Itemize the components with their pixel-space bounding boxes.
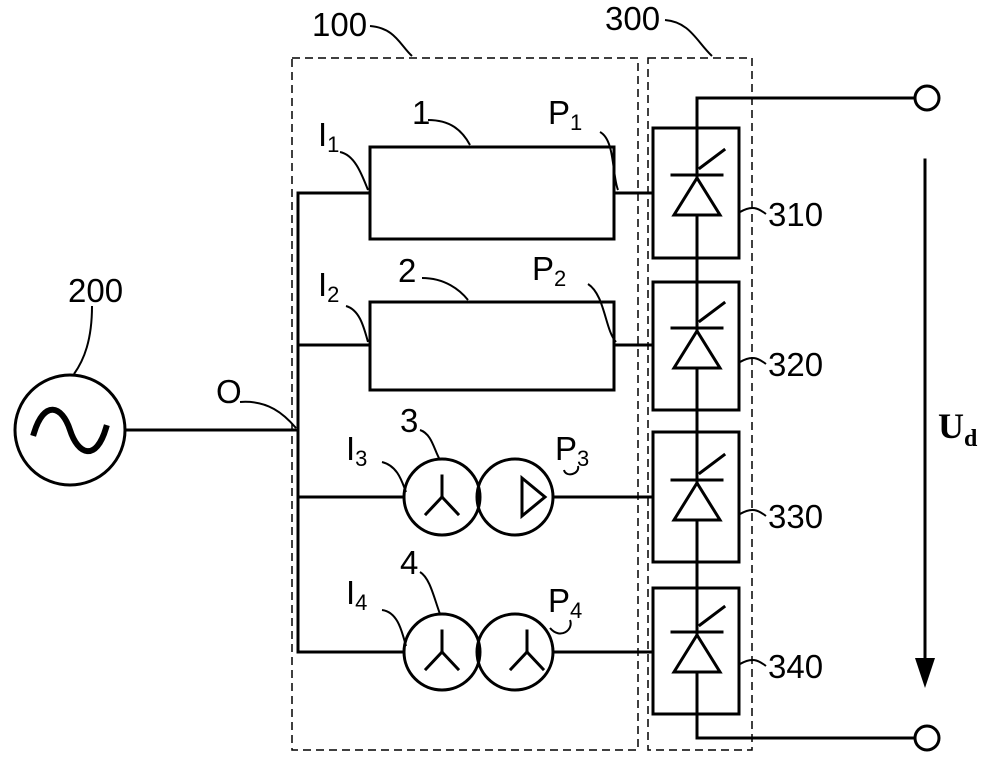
star-winding-icon xyxy=(423,629,461,672)
rectifier-320-label: 320 xyxy=(768,346,823,383)
leader-3 xyxy=(419,429,441,461)
leader-320 xyxy=(739,356,767,365)
dc-negative-terminal xyxy=(913,724,941,752)
leader-p3 xyxy=(563,465,580,476)
input-3-label: I3 xyxy=(346,430,367,471)
rectifier-330-label: 330 xyxy=(768,498,823,535)
rectifier-310-label: 310 xyxy=(768,196,823,233)
ac-source xyxy=(13,373,127,487)
leader-p1 xyxy=(599,131,619,191)
input-4-label: I4 xyxy=(346,574,367,615)
leader-340 xyxy=(739,658,767,667)
leader-i1 xyxy=(339,151,369,191)
output-3-label: P3 xyxy=(555,430,589,471)
block-100-label: 100 xyxy=(312,6,367,43)
leader-p4 xyxy=(549,619,572,635)
arrow-head-icon xyxy=(915,658,935,688)
star-winding-icon xyxy=(508,629,546,672)
output-4-label: P4 xyxy=(548,582,582,623)
input-1-label: I1 xyxy=(318,116,339,157)
transformer-3-label: 3 xyxy=(400,402,418,439)
transformer-4 xyxy=(402,612,555,692)
leader-1 xyxy=(427,119,471,146)
transformer-4-label: 4 xyxy=(400,544,418,581)
leader-i2 xyxy=(345,305,369,343)
leader-i3 xyxy=(381,461,407,493)
sine-wave-icon xyxy=(30,406,110,455)
leader-330 xyxy=(739,508,767,517)
block-100-boundary xyxy=(291,57,639,751)
node-o-label: O xyxy=(216,373,242,410)
leader-310 xyxy=(739,206,767,215)
leader-100 xyxy=(369,25,413,57)
leader-2 xyxy=(421,277,469,301)
transformer-1-label: 1 xyxy=(412,94,430,131)
thyristor-icon xyxy=(671,328,723,370)
leader-p2 xyxy=(587,283,617,343)
dc-negative-wire xyxy=(695,712,917,740)
source-label: 200 xyxy=(68,272,123,309)
leader-o xyxy=(239,400,297,429)
leader-300 xyxy=(664,19,713,57)
leader-4 xyxy=(419,571,441,615)
output-2-label: P2 xyxy=(532,250,566,291)
transformer-2-label: 2 xyxy=(398,252,416,289)
delta-winding-icon xyxy=(520,474,548,520)
input-2-label: I2 xyxy=(318,266,339,307)
rectifier-340-label: 340 xyxy=(768,648,823,685)
leader-i4 xyxy=(381,609,407,647)
thyristor-icon xyxy=(671,175,723,217)
transformer-1 xyxy=(368,145,616,241)
rectifier-320 xyxy=(651,280,741,412)
thyristor-icon xyxy=(671,632,723,674)
dc-positive-wire xyxy=(695,96,917,130)
rectifier-310 xyxy=(651,126,741,260)
leader-200 xyxy=(73,305,93,375)
dc-positive-terminal xyxy=(913,84,941,112)
voltage-label: Ud xyxy=(938,406,978,452)
star-winding-icon xyxy=(423,474,461,517)
rectifier-330 xyxy=(651,430,741,564)
block-300-boundary xyxy=(647,57,753,751)
rectifier-340 xyxy=(651,586,741,716)
block-300-label: 300 xyxy=(605,0,660,37)
transformer-2 xyxy=(368,300,616,392)
output-1-label: P1 xyxy=(548,94,582,135)
transformer-3 xyxy=(402,457,555,537)
thyristor-icon xyxy=(671,480,723,522)
